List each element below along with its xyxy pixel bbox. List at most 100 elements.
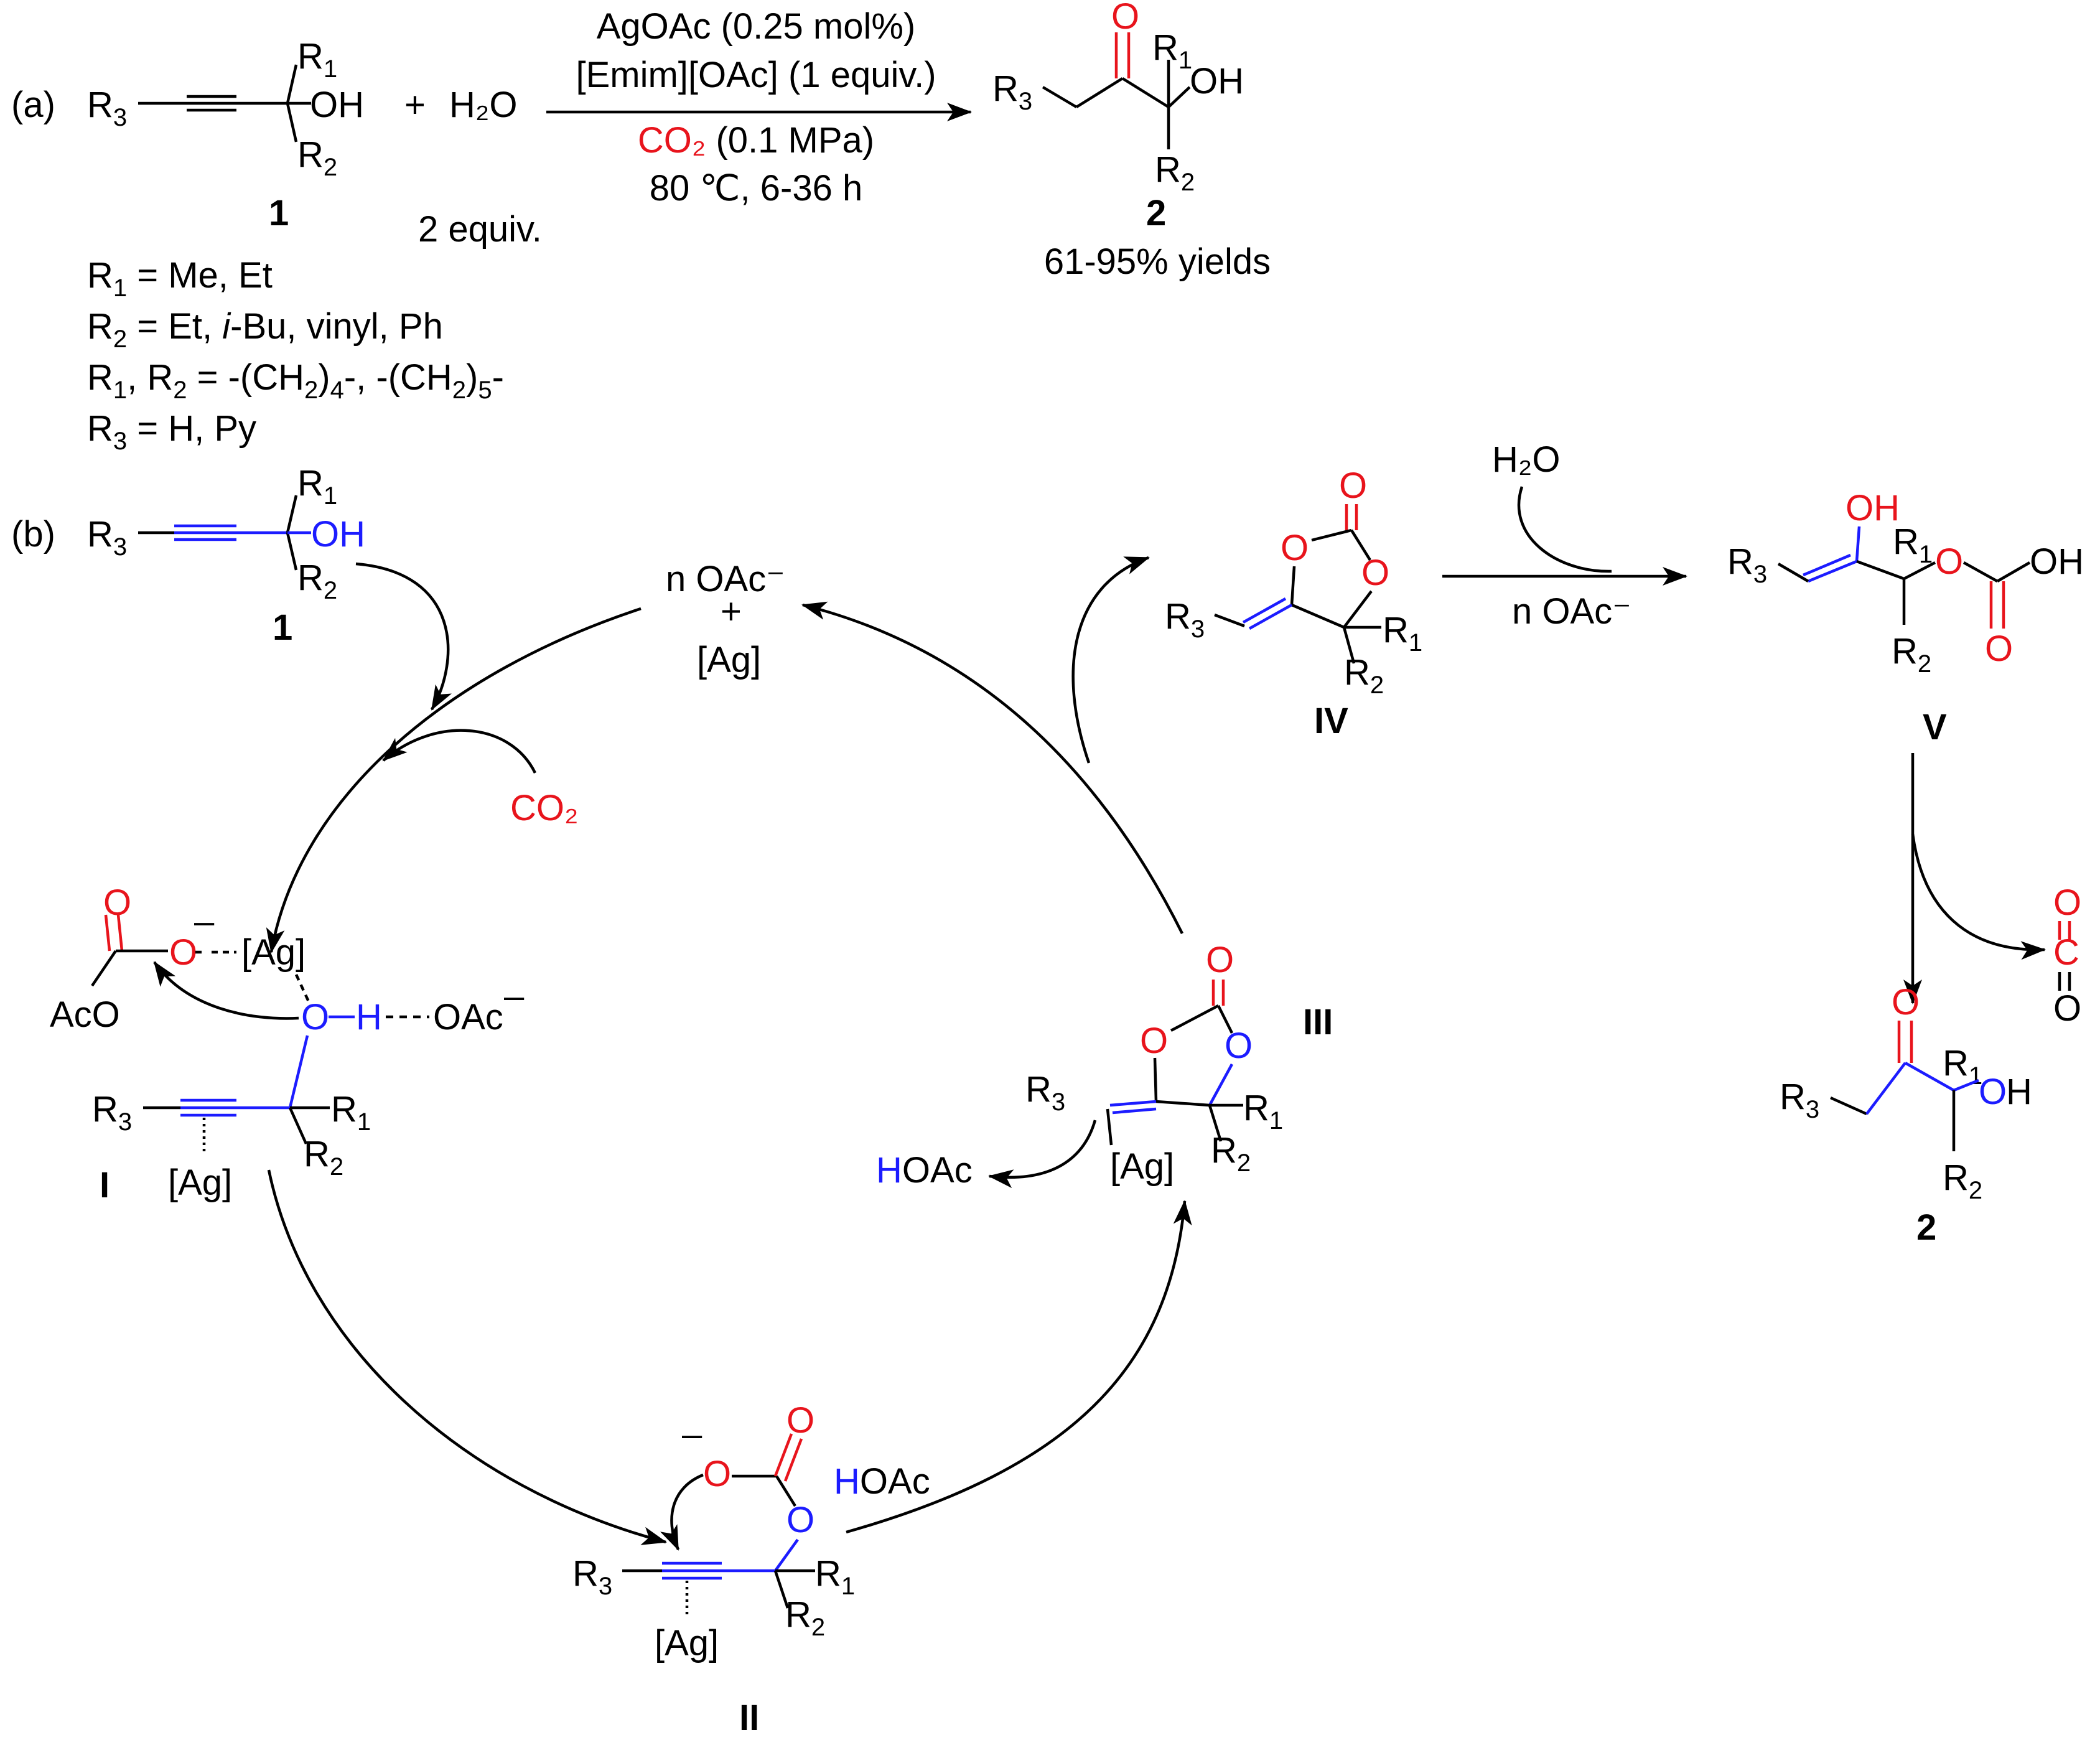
svg-text:O: O	[786, 1500, 814, 1540]
condition-ionic-liquid: [Emim][OAc] (1 equiv.)	[576, 55, 936, 95]
intermediate-label-II: II	[739, 1698, 759, 1738]
svg-text:R2: R2	[1211, 1130, 1251, 1177]
svg-text:R3: R3	[92, 1089, 132, 1136]
panel-b-tag: (b)	[11, 514, 55, 554]
svg-text:[Ag]: [Ag]	[655, 1623, 719, 1663]
condition-co2-pressure: CO₂ (0.1 MPa)	[638, 120, 874, 161]
svg-text:R3: R3	[87, 514, 127, 561]
svg-text:O: O	[1361, 553, 1389, 593]
condition-temperature-time: 80 ℃, 6-36 h	[650, 168, 862, 208]
svg-text:R3: R3	[1727, 541, 1767, 588]
svg-text:O: O	[2053, 882, 2081, 923]
panel-b: (b) R3 R1 OH R2 1 n OAc⁻ + [Ag] CO₂	[11, 439, 2084, 1738]
svg-text:O: O	[1225, 1026, 1253, 1066]
svg-text:R1: R1	[815, 1553, 855, 1600]
svg-text:R1: R1	[1152, 27, 1192, 74]
svg-text:R2: R2	[1155, 149, 1195, 196]
water-equivalents: 2 equiv.	[418, 209, 542, 250]
arrow-III-to-IV	[1071, 556, 1150, 764]
reactant-label-1: 1	[269, 193, 289, 233]
svg-text:–: –	[504, 976, 525, 1016]
acetate-anion: n OAc⁻	[666, 559, 785, 599]
svg-text:R2: R2	[1892, 631, 1931, 678]
condition-co2: CO₂	[638, 120, 706, 161]
svg-text:R1: R1	[1893, 522, 1933, 568]
svg-text:R1: R1	[331, 1089, 371, 1136]
hoac-byproduct: HOAc	[876, 1150, 973, 1190]
intermediate-IV-structure: O O O R3 R1 R2	[1165, 465, 1422, 699]
final-product-2: O R3 R1 O H R2	[1780, 982, 2032, 1204]
condition-pressure: (0.1 MPa)	[706, 120, 874, 161]
svg-text:O: O	[703, 1454, 731, 1494]
svg-text:O: O	[1892, 982, 1920, 1022]
svg-text:H: H	[356, 997, 382, 1037]
cycle-arc-catalyst-to-I	[266, 607, 642, 953]
svg-text:O: O	[1985, 629, 2013, 669]
svg-text:HOAc: HOAc	[834, 1461, 930, 1502]
svg-text:O: O	[1206, 940, 1234, 980]
product-label-2-mech: 2	[1916, 1207, 1936, 1248]
cycle-arc-II-to-III	[846, 1200, 1192, 1534]
svg-text:O: O	[786, 1400, 814, 1441]
released-co2: O C O	[2053, 882, 2081, 1029]
intermediate-III-structure: O O O R3 [Ag] R1 R2	[988, 940, 1283, 1189]
substituent-r3: R3 = H, Py	[87, 408, 256, 455]
svg-text:R2: R2	[1344, 652, 1384, 699]
svg-text:H: H	[2006, 1072, 2032, 1112]
svg-text:O: O	[1281, 528, 1309, 568]
svg-text:R2: R2	[297, 558, 337, 604]
intermediate-label-III: III	[1303, 1002, 1333, 1042]
yield-range: 61-95% yields	[1044, 241, 1271, 282]
cycle-arc-I-to-II	[267, 1169, 667, 1545]
condition-catalyst: AgOAc (0.25 mol%)	[597, 6, 916, 47]
svg-text:AcO: AcO	[50, 994, 120, 1035]
intermediate-label-IV: IV	[1314, 701, 1348, 741]
svg-text:R1: R1	[297, 36, 337, 83]
svg-text:R1: R1	[297, 463, 337, 510]
svg-text:[Ag]: [Ag]	[1110, 1146, 1174, 1187]
svg-text:R3: R3	[1780, 1077, 1819, 1123]
panel-a-tag: (a)	[11, 85, 55, 125]
svg-text:R3: R3	[1025, 1069, 1065, 1116]
svg-text:OH: OH	[1190, 61, 1244, 101]
svg-text:O: O	[1935, 541, 1963, 582]
substituent-r1: R1 = Me, Et	[87, 255, 273, 302]
svg-text:OAc: OAc	[433, 997, 503, 1037]
svg-text:OH: OH	[1846, 488, 1900, 528]
propargyl-alcohol-reactant: R3 R1 OH R2	[87, 36, 364, 181]
arrow-reactant-entry	[355, 562, 452, 711]
silver-catalyst: [Ag]	[697, 640, 761, 680]
svg-text:O: O	[301, 997, 329, 1037]
svg-text:O: O	[1111, 0, 1139, 37]
svg-text:O: O	[1979, 1072, 2007, 1112]
water-reagent: H₂O	[449, 85, 518, 125]
product-label-2: 2	[1146, 193, 1166, 233]
svg-text:R3: R3	[572, 1553, 612, 1600]
intermediate-label-V: V	[1923, 707, 1947, 747]
svg-text:O: O	[169, 932, 197, 973]
substituent-r2: R2 = Et, i-Bu, vinyl, Ph	[87, 306, 443, 353]
hydroxy-ketone-product: R3 O R1 OH R2	[992, 0, 1244, 196]
svg-text:–: –	[682, 1414, 702, 1454]
intermediate-II-structure: – O O O HOAc R3 R1 R2 [Ag]	[572, 1400, 930, 1663]
cycle-arc-III-to-catalyst	[801, 601, 1184, 935]
svg-text:O: O	[1339, 465, 1367, 506]
arrow-co2-release	[1911, 833, 2046, 960]
svg-text:R3: R3	[87, 85, 127, 131]
arrow-co2-entry	[382, 729, 537, 774]
panel-a: (a) R3 R1 OH R2 1 + H₂O 2 equiv. AgOAc (…	[11, 0, 1271, 455]
intermediate-I-structure: O O – [Ag] AcO O H OAc – R3	[50, 882, 525, 1203]
svg-text:[Ag]: [Ag]	[168, 1162, 232, 1203]
svg-text:–: –	[194, 901, 215, 942]
plus-sign: +	[404, 85, 426, 125]
svg-text:R3: R3	[992, 68, 1032, 115]
acetate-catalyst-label: n OAc⁻	[1512, 591, 1631, 632]
svg-text:OH: OH	[310, 85, 364, 125]
svg-text:R2: R2	[785, 1594, 825, 1641]
svg-text:OH: OH	[2030, 541, 2084, 582]
arrow-water-entry	[1517, 486, 1612, 573]
svg-text:R2: R2	[297, 134, 337, 181]
svg-text:OH: OH	[311, 514, 365, 554]
intermediate-V-structure: OH R3 R1 O OH O R2	[1727, 488, 2084, 678]
